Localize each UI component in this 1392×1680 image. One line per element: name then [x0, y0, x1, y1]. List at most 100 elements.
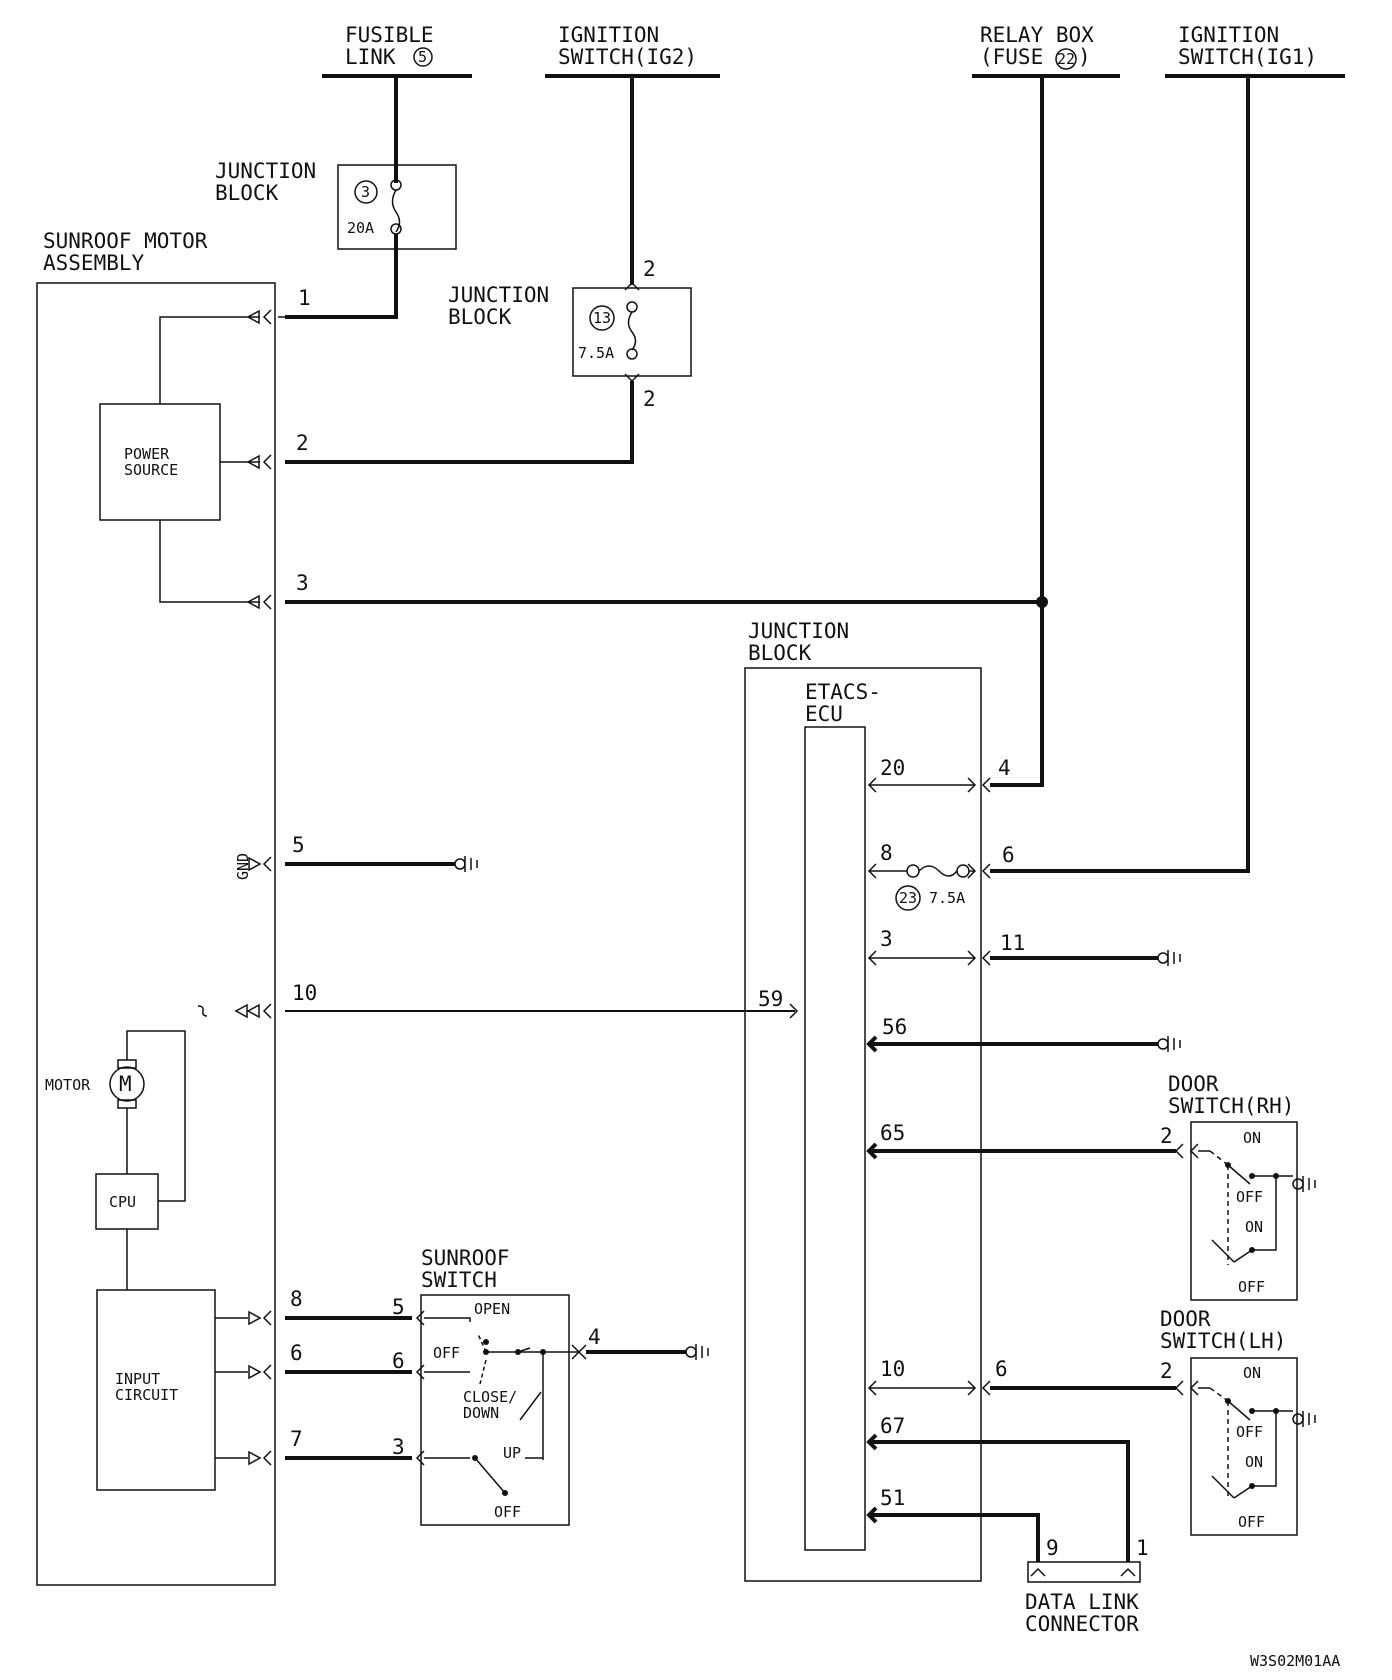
door-rh-label-line1: DOOR — [1168, 1072, 1219, 1096]
etacs-row-8-right — [967, 863, 991, 879]
assembly-pin-2: 2 — [296, 431, 309, 455]
door-lh-box — [1190, 1357, 1298, 1536]
wire-etacs-51 — [866, 1506, 1040, 1562]
etacs-pin-59: 59 — [758, 987, 783, 1011]
etacs-ecu-box — [804, 726, 866, 1551]
door-rh-off-top: OFF — [1236, 1188, 1263, 1206]
assembly-pin-7: 7 — [290, 1427, 303, 1451]
jb2-label-line2: BLOCK — [448, 305, 512, 329]
pin10-connector — [262, 1003, 272, 1019]
wire-etacs-67 — [866, 1433, 1130, 1562]
relay-box-fuse-circle — [1055, 48, 1077, 70]
etacs-row-10 — [867, 1380, 991, 1396]
door-lh-on-top: ON — [1243, 1364, 1261, 1382]
etacs-label-line2: ECU — [805, 702, 843, 726]
switch-contact-open — [483, 1339, 489, 1345]
assembly-pin-1: 1 — [298, 286, 311, 310]
fusible-link-line1: FUSIBLE — [345, 23, 434, 47]
door-lh-contact-bottom — [1249, 1483, 1255, 1489]
etacs-row-8-left — [867, 863, 907, 879]
motor-assembly-connectors — [234, 309, 286, 1466]
data-link-pin-9: 9 — [1046, 1536, 1059, 1560]
door-lh-label-line1: DOOR — [1160, 1307, 1211, 1331]
fusible-link-number: 5 — [418, 48, 427, 66]
switch-up-lever — [474, 1457, 506, 1494]
jb2-connector-bottom — [624, 373, 640, 383]
motor-assembly-box — [36, 282, 276, 1586]
motor-symbol — [109, 1066, 145, 1102]
relay-box-label: RELAY BOX (FUSE 22 ) — [972, 23, 1120, 78]
data-link-label-line1: DATA LINK — [1025, 1590, 1139, 1614]
door-rh-lower-switch — [1211, 1239, 1253, 1263]
jb1-fuse-element — [391, 189, 401, 233]
jb2-pin-top: 2 — [643, 257, 656, 281]
jb2-fuse-element — [627, 311, 637, 351]
switch-lever — [477, 1333, 487, 1385]
door-rh-connector — [1174, 1143, 1199, 1159]
cpu-label: CPU — [109, 1193, 136, 1211]
sunroof-switch-connectors — [415, 1310, 425, 1466]
pin6-connector — [262, 1364, 272, 1380]
relay-box-line2: (FUSE — [980, 45, 1043, 69]
door-lh-on-bottom: ON — [1245, 1453, 1263, 1471]
pin10-arrows — [234, 1003, 260, 1019]
ignition-ig2-label: IGNITION SWITCH(IG2) — [545, 23, 720, 78]
door-rh-box — [1190, 1121, 1298, 1301]
etacs-59-connector — [789, 1003, 799, 1019]
fuse23-terminal-right — [956, 864, 970, 878]
switch-pin-6: 6 — [392, 1349, 405, 1373]
jb-pin-6b: 6 — [995, 1357, 1008, 1381]
fuse23-number: 23 — [899, 889, 917, 907]
ground-icon-sunroof-switch — [685, 1344, 709, 1360]
door-rh-wiring — [1198, 1150, 1277, 1251]
switch-close-label-line1: CLOSE/ — [463, 1388, 517, 1406]
fusible-link-label: FUSIBLE LINK 5 — [322, 23, 472, 78]
jb1-fuse-number: 3 — [361, 183, 370, 201]
etacs-pin-51: 51 — [880, 1486, 905, 1510]
internal-line-pin3 — [159, 520, 260, 603]
data-link-pin1-mark — [1120, 1567, 1136, 1577]
jb2-fuse-rating: 7.5A — [578, 344, 614, 362]
pin8-connector — [262, 1310, 272, 1326]
door-lh-pin-2: 2 — [1160, 1359, 1173, 1383]
jb2-fuse-circle — [589, 305, 615, 331]
door-lh-contact-top — [1249, 1408, 1255, 1414]
jb1-fuse-circle — [354, 180, 378, 204]
ground-icon-pin5 — [454, 856, 478, 872]
switch-pin4-connector — [571, 1344, 587, 1360]
door-lh-off-bottom: OFF — [1238, 1513, 1265, 1531]
door-lh-wiring — [1198, 1387, 1277, 1487]
fuse23-terminal-left — [906, 864, 920, 878]
etacs-row-3 — [867, 950, 991, 966]
switch-return — [519, 1352, 544, 1460]
ignition-ig1-label: IGNITION SWITCH(IG1) — [1165, 23, 1345, 78]
door-rh-contact-bottom — [1249, 1247, 1255, 1253]
assembly-pin-5: 5 — [292, 833, 305, 857]
jb2-fuse-number: 13 — [593, 309, 611, 327]
jb3-label-line2: BLOCK — [748, 641, 812, 665]
motor-assembly-label-line2: ASSEMBLY — [43, 251, 145, 275]
jb1-fuse-rating: 20A — [347, 219, 374, 237]
door-rh-on-top: ON — [1243, 1129, 1261, 1147]
jb1-fuse-terminal-bottom — [390, 223, 402, 235]
power-source-label-line2: SOURCE — [124, 461, 178, 479]
shield-symbol — [197, 1005, 208, 1017]
door-rh-contact-top — [1249, 1173, 1255, 1179]
ignition-ig1-line1: IGNITION — [1178, 23, 1279, 47]
data-link-connector-box — [1027, 1561, 1141, 1583]
jb1-label-line2: BLOCK — [215, 181, 279, 205]
fusible-link-line2: LINK — [345, 45, 396, 69]
pin3-arrow — [246, 594, 260, 610]
input-circuit-label-line2: CIRCUIT — [115, 1386, 178, 1404]
ground-icon-door-rh — [1292, 1176, 1316, 1192]
jb1-label-line1: JUNCTION — [215, 159, 316, 183]
pin2-arrow — [246, 454, 260, 470]
jb2-pin-bottom: 2 — [643, 387, 656, 411]
motor-symbol-letter: M — [119, 1072, 132, 1096]
power-source-label-line1: POWER — [124, 445, 170, 463]
door-lh-lower-switch — [1211, 1475, 1253, 1499]
door-lh-off-top: OFF — [1236, 1423, 1263, 1441]
ignition-ig2-line2: SWITCH(IG2) — [558, 45, 697, 69]
relay-box-line2-close: ) — [1078, 45, 1091, 69]
switch-up-label: UP — [503, 1444, 521, 1462]
